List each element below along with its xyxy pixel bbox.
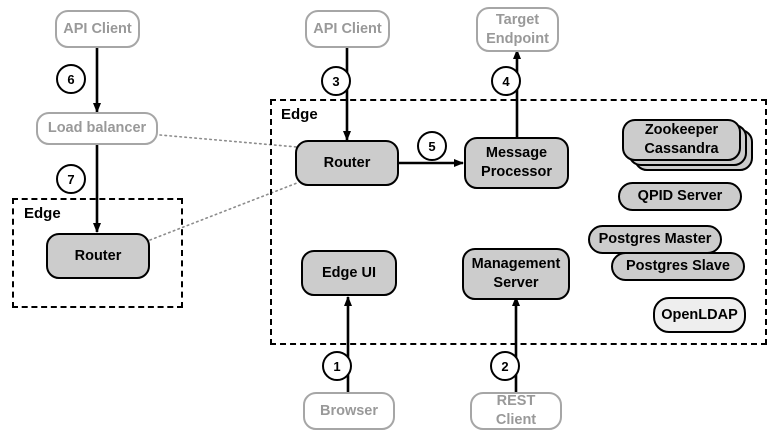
node-management-server-line1: Management bbox=[471, 256, 561, 273]
node-management-server-line2: Server bbox=[493, 275, 539, 291]
node-openldap-label: OpenLDAP bbox=[661, 306, 738, 323]
node-api-client-left-label: API Client bbox=[63, 20, 132, 37]
zone-edge-left bbox=[12, 198, 183, 308]
node-qpid-server-label: QPID Server bbox=[637, 188, 723, 205]
node-target-endpoint-label: Target Endpoint bbox=[482, 11, 553, 48]
step-badge-4: 4 bbox=[491, 66, 521, 96]
node-target-endpoint-line2: Endpoint bbox=[486, 30, 549, 47]
node-api-client-top-label: API Client bbox=[313, 20, 382, 37]
zone-edge-right-label: Edge bbox=[281, 106, 318, 123]
node-load-balancer[interactable]: Load balancer bbox=[36, 112, 158, 145]
zone-edge-left-label: Edge bbox=[24, 205, 61, 222]
step-badge-6: 6 bbox=[56, 64, 86, 94]
node-router-left[interactable]: Router bbox=[46, 233, 150, 279]
node-load-balancer-label: Load balancer bbox=[47, 120, 147, 137]
node-router-main[interactable]: Router bbox=[295, 140, 399, 186]
step-badge-5: 5 bbox=[417, 131, 447, 161]
node-message-processor-label: Message Processor bbox=[477, 144, 556, 181]
node-target-endpoint[interactable]: Target Endpoint bbox=[476, 7, 559, 52]
node-openldap[interactable]: OpenLDAP bbox=[653, 297, 746, 333]
step-badge-7: 7 bbox=[56, 164, 86, 194]
zone-edge-right bbox=[270, 99, 767, 345]
node-message-processor-line2: Processor bbox=[481, 164, 552, 180]
node-management-server[interactable]: Management Server bbox=[462, 248, 570, 300]
node-edge-ui[interactable]: Edge UI bbox=[301, 250, 397, 296]
node-router-left-label: Router bbox=[74, 247, 122, 264]
node-api-client-left[interactable]: API Client bbox=[55, 10, 140, 48]
node-message-processor[interactable]: Message Processor bbox=[464, 137, 569, 189]
node-cassandra[interactable]: Zookeeper Cassandra bbox=[622, 119, 741, 161]
node-browser-label: Browser bbox=[319, 402, 379, 419]
node-edge-ui-label: Edge UI bbox=[322, 264, 376, 281]
node-api-client-top[interactable]: API Client bbox=[305, 10, 390, 48]
node-target-endpoint-line1: Target bbox=[495, 11, 540, 28]
node-postgres-master-label: Postgres Master bbox=[598, 231, 712, 248]
step-badge-2: 2 bbox=[490, 351, 520, 381]
node-postgres-slave[interactable]: Postgres Slave bbox=[611, 252, 745, 281]
node-postgres-master[interactable]: Postgres Master bbox=[588, 225, 722, 254]
node-management-server-label: Management Server bbox=[468, 255, 565, 292]
node-message-processor-line1: Message bbox=[485, 145, 548, 162]
node-rest-client-label: REST Client bbox=[495, 393, 537, 428]
node-qpid-server[interactable]: QPID Server bbox=[618, 182, 742, 211]
node-browser[interactable]: Browser bbox=[303, 392, 395, 430]
node-rest-client[interactable]: REST Client bbox=[470, 392, 562, 430]
node-postgres-slave-label: Postgres Slave bbox=[626, 258, 730, 275]
step-badge-3: 3 bbox=[321, 66, 351, 96]
node-cassandra-label: Cassandra bbox=[644, 141, 719, 157]
node-zookeeper-label: Zookeeper bbox=[644, 122, 719, 139]
step-badge-1: 1 bbox=[322, 351, 352, 381]
node-router-main-label: Router bbox=[323, 154, 371, 171]
